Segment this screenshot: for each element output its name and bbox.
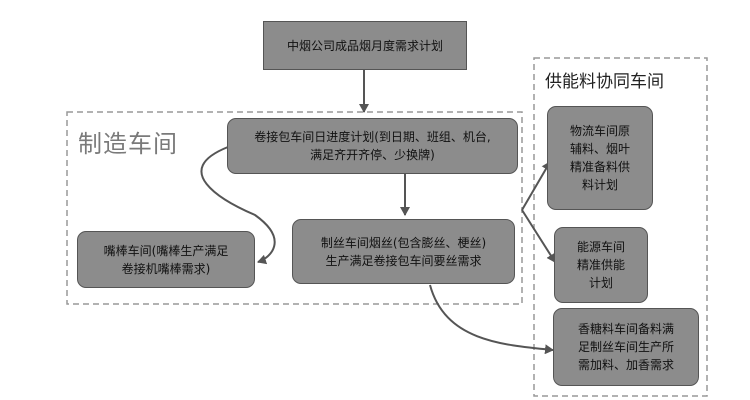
tobacco-node: 制丝车间烟丝(包含膨丝、梗丝) 生产满足卷接包车间要丝需求 xyxy=(292,219,515,284)
filter-node: 嘴棒车间(嘴棒生产满足 卷接机嘴棒需求) xyxy=(77,231,255,288)
manufacturing-group-label: 制造车间 xyxy=(78,130,178,158)
logistics-node-label: 物流车间原 辅料、烟叶 精准备料供 料计划 xyxy=(569,124,630,192)
energy-node-label: 能源车间 精准供能 计划 xyxy=(576,240,625,290)
arrow-tobacco-to-energy xyxy=(521,209,556,263)
flavor-node-label: 香糖料车间备料满 足制丝车间生产所 需加料、加香需求 xyxy=(577,322,674,372)
arrow-tobacco-to-logistics xyxy=(521,161,551,211)
packaging-node: 卷接包车间日进度计划(到日期、班组、机台, 满足齐开齐停、少换牌) xyxy=(227,118,518,174)
top-node-label: 中烟公司成品烟月度需求计划 xyxy=(286,38,443,53)
logistics-node: 物流车间原 辅料、烟叶 精准备料供 料计划 xyxy=(547,106,653,210)
supply-group-label: 供能料协同车间 xyxy=(545,72,664,92)
flavor-node: 香糖料车间备料满 足制丝车间生产所 需加料、加香需求 xyxy=(553,308,699,386)
packaging-node-label: 卷接包车间日进度计划(到日期、班组、机台, 满足齐开齐停、少换牌) xyxy=(254,130,491,162)
supply-group-box xyxy=(533,57,708,397)
manufacturing-group-box xyxy=(66,111,523,305)
arrow-packaging-to-filter xyxy=(200,146,276,265)
arrow-tobacco-to-flavor xyxy=(429,284,554,355)
top-node: 中烟公司成品烟月度需求计划 xyxy=(263,21,467,70)
energy-node: 能源车间 精准供能 计划 xyxy=(554,227,648,303)
tobacco-node-label: 制丝车间烟丝(包含膨丝、梗丝) 生产满足卷接包车间要丝需求 xyxy=(320,235,487,268)
filter-node-label: 嘴棒车间(嘴棒生产满足 卷接机嘴棒需求) xyxy=(103,243,229,276)
